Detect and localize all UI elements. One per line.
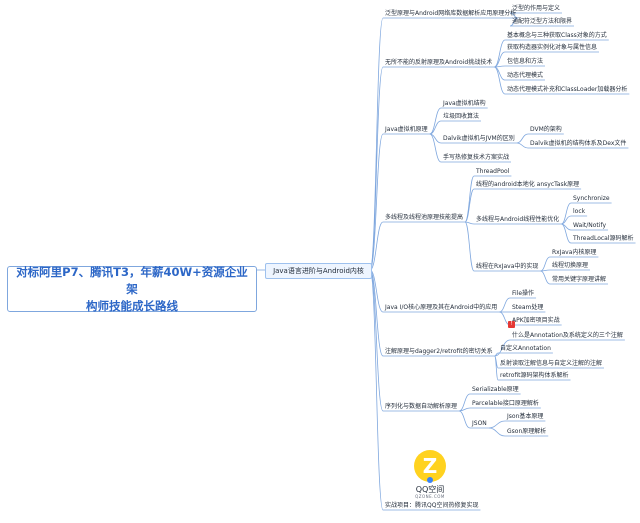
subtopic: retrofit源码架构体系解析: [500, 372, 569, 379]
connector-branch: [369, 17, 384, 271]
note-icon: !: [508, 321, 515, 328]
connector-subtopic: [464, 221, 475, 272]
qq-zone-logo-glyph: Z: [422, 454, 438, 478]
subtopic: APK加密项目实战: [512, 317, 560, 324]
subtopic: 反射读取注解信息与自定义注解的注解: [500, 360, 603, 367]
subtopic: ThreadPool: [476, 168, 510, 175]
connector-subtopic: [494, 355, 499, 381]
subtopic: 动态代理模式: [507, 72, 544, 79]
star-icon: [427, 477, 433, 483]
connector-subtopic: [494, 66, 506, 95]
subtopic: File操作: [512, 290, 535, 297]
central-topic: Java语言进阶与Android内核: [265, 263, 372, 279]
qq-zone-logo-subtext: QZONE.COM: [415, 494, 445, 499]
subtopic: 通配符泛型方法和限界: [512, 18, 573, 25]
connector-subtopic: [458, 410, 471, 429]
connector-subtopic: [429, 107, 442, 135]
subtopic: 包信息和方法: [507, 58, 544, 65]
subtopic: 获取构造器实例化对象与属性信息: [507, 44, 598, 51]
connector-subtopic: [494, 66, 506, 81]
connector-leaf: [488, 427, 506, 437]
connector-subtopic: [465, 221, 475, 225]
subtopic: 泛型的作用与定义: [512, 5, 561, 12]
connector-branch: [369, 269, 384, 511]
subtopic: 自定义Annotation: [500, 345, 551, 352]
subtopic: 动态代理模式补充和ClassLoader加载器分析: [507, 86, 628, 93]
qq-zone-logo: Z QQ空间 QZONE.COM: [408, 450, 452, 500]
branch-topic: 多线程及线程池原理技能提高: [385, 214, 464, 221]
leaf-topic: Synchronize: [573, 195, 610, 202]
branch-topic: 序列化与数据自动解析原理: [385, 403, 458, 410]
root-title-line2: 构师技能成长路线: [86, 298, 178, 313]
subtopic: Java虚拟机结构: [443, 100, 486, 107]
connector-branch: [369, 66, 384, 271]
branch-topic: Java虚拟机原理: [385, 126, 428, 133]
leaf-topic: 线程切换原理: [552, 262, 589, 269]
branch-topic: Java I/O核心原理及其在Android中的应用: [385, 304, 498, 311]
subtopic: Dalvik虚拟机与JVM的区别: [443, 135, 515, 142]
subtopic: Steam处理: [512, 304, 544, 311]
subtopic: Parcelable接口原理解析: [472, 400, 539, 407]
leaf-topic: Dalvik虚拟机的结构体系及Dex文件: [530, 140, 627, 147]
connector-subtopic: [459, 407, 471, 412]
connector-subtopic: [494, 39, 506, 68]
subtopic: 线程在RxJava中的实现: [476, 263, 539, 270]
leaf-topic: ThreadLocal源码解析: [573, 235, 634, 242]
subtopic: Serializable原理: [472, 386, 519, 393]
connector-subtopic: [429, 133, 442, 163]
leaf-topic: RxJava内核原理: [552, 249, 597, 256]
subtopic: 手写热修复技术方案实战: [443, 154, 510, 161]
connector-subtopic: [464, 175, 475, 223]
subtopic: 垃圾回收算法: [443, 113, 480, 120]
connector-subtopic: [494, 51, 506, 68]
branch-topic: 泛型原理与Android网络库数据解析应用原理分析: [385, 10, 517, 17]
leaf-topic: Wait/Notify: [573, 222, 607, 229]
connector-leaf: [540, 256, 551, 272]
branch-topic: 实战项目：腾讯QQ空间热修复实现: [385, 502, 479, 509]
connector-subtopic: [499, 297, 511, 313]
connector-leaf: [516, 142, 529, 149]
leaf-topic: 常用关键字原理讲解: [552, 276, 607, 283]
connector-leaf: [561, 223, 572, 244]
root-title-line1: 对标阿里P7、腾讯T3，年薪40W+资源企业架: [16, 264, 248, 296]
connector-leaf: [540, 270, 551, 285]
subtopic: JSON: [472, 420, 487, 427]
leaf-topic: DVM的架构: [530, 126, 562, 133]
connector-leaf: [561, 202, 572, 225]
leaf-topic: Json基本原理: [507, 413, 544, 420]
branch-topic: 无所不能的反射原理及Android挑战技术: [385, 59, 493, 66]
branch-topic: 注解原理与dagger2/retrofit的密切关系: [385, 348, 493, 355]
root-topic: 对标阿里P7、腾讯T3，年薪40W+资源企业架 构师技能成长路线: [7, 264, 257, 315]
connector-subtopic: [494, 339, 511, 357]
subtopic: 多线程与Android线程性能优化: [476, 216, 560, 223]
connector-subtopic: [464, 188, 475, 223]
connector-leaf: [488, 420, 506, 429]
qq-zone-logo-text: QQ空间: [415, 485, 445, 494]
subtopic: 基本概念与三种获取Class对象的方式: [507, 32, 607, 39]
subtopic: 什么是Annotation及系统定义的三个注解: [512, 332, 623, 339]
connector-subtopic: [458, 393, 471, 412]
connector-leaf: [516, 133, 529, 144]
leaf-topic: Gson原理解析: [507, 428, 547, 435]
leaf-topic: lock: [573, 208, 586, 215]
connector-subtopic: [429, 120, 442, 135]
qq-zone-logo-mark: Z: [414, 450, 446, 482]
subtopic: 线程的android本地化 ansycTask原理: [476, 181, 580, 188]
root-title: 对标阿里P7、腾讯T3，年薪40W+资源企业架 构师技能成长路线: [16, 264, 248, 315]
